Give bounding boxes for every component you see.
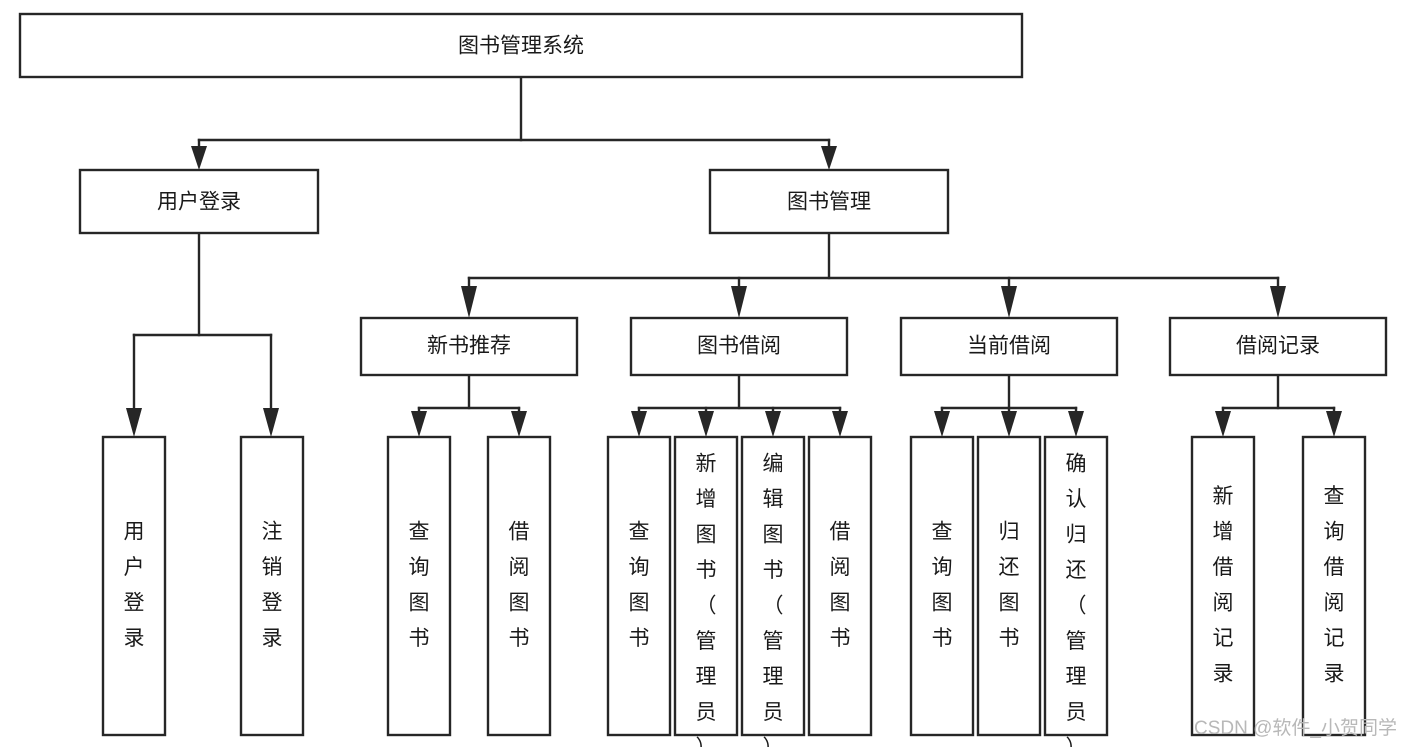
arrow-head-user-login bbox=[191, 146, 207, 170]
leaf-add-record-label: 新增借阅记录 bbox=[1213, 485, 1234, 686]
leaf-return-book-box[interactable] bbox=[976, 435, 1042, 737]
leaf-user-logout[interactable]: 注销登录 bbox=[239, 435, 305, 737]
node-user-login-label: 用户登录 bbox=[157, 191, 241, 214]
leaf-borrow-book-1-box[interactable] bbox=[486, 435, 552, 737]
leaf-query-book-1-label: 查询图书 bbox=[409, 520, 430, 650]
connector-book-manage-to-level2 bbox=[461, 231, 1286, 318]
arrow-head-leaf-user-logout bbox=[263, 408, 279, 437]
node-new-book-rec-box[interactable] bbox=[359, 316, 579, 377]
leaf-confirm-return-box[interactable] bbox=[1043, 435, 1109, 737]
leaf-user-login[interactable]: 用户登录 bbox=[101, 435, 167, 737]
connector-root-to-level1 bbox=[191, 75, 837, 170]
leaf-user-login-box[interactable] bbox=[101, 435, 167, 737]
node-borrow-record[interactable]: 借阅记录 bbox=[1168, 316, 1388, 377]
leaf-user-logout-box[interactable] bbox=[239, 435, 305, 737]
arrow-head-leaf-borrow-book-1 bbox=[511, 411, 527, 437]
node-book-borrow-box[interactable] bbox=[629, 316, 849, 377]
node-book-borrow-label: 图书借阅 bbox=[697, 335, 781, 358]
node-borrow-record-box[interactable] bbox=[1168, 316, 1388, 377]
arrow-head-book-manage bbox=[821, 146, 837, 170]
leaf-query-book-2-label: 查询图书 bbox=[629, 520, 650, 650]
arrow-head-leaf-query-book-3 bbox=[934, 411, 950, 437]
node-book-manage[interactable]: 图书管理 bbox=[708, 168, 950, 235]
leaf-borrow-book-1[interactable]: 借阅图书 bbox=[486, 435, 552, 737]
leaf-return-book[interactable]: 归还图书 bbox=[976, 435, 1042, 737]
arrow-head-leaf-query-book-1 bbox=[411, 411, 427, 437]
leaf-return-book-label: 归还图书 bbox=[999, 520, 1020, 650]
leaf-query-book-1-box[interactable] bbox=[386, 435, 452, 737]
node-root-box[interactable] bbox=[18, 12, 1024, 79]
node-borrow-record-label: 借阅记录 bbox=[1236, 335, 1320, 358]
arrow-head-new-book-rec bbox=[461, 286, 477, 318]
arrow-head-leaf-confirm-return bbox=[1068, 411, 1084, 437]
leaf-borrow-book-1-label: 借阅图书 bbox=[509, 520, 530, 650]
node-current-borrow-label: 当前借阅 bbox=[967, 335, 1051, 358]
leaf-add-record-box[interactable] bbox=[1190, 435, 1256, 737]
leaf-confirm-return-label: 确认归还（管理员） bbox=[1066, 453, 1087, 747]
node-current-borrow-box[interactable] bbox=[899, 316, 1119, 377]
node-user-login-box[interactable] bbox=[78, 168, 320, 235]
node-book-manage-label: 图书管理 bbox=[787, 191, 871, 214]
leaf-add-book[interactable]: 新增图书（管理员） bbox=[673, 435, 739, 747]
leaf-query-book-3[interactable]: 查询图书 bbox=[909, 435, 975, 737]
leaf-add-book-label: 新增图书（管理员） bbox=[696, 453, 717, 747]
connector-current-borrow-to-leaves bbox=[934, 373, 1084, 437]
leaf-borrow-book-2-box[interactable] bbox=[807, 435, 873, 737]
leaf-query-record[interactable]: 查询借阅记录 bbox=[1301, 435, 1367, 737]
leaf-user-login-label: 用户登录 bbox=[124, 520, 145, 650]
leaf-add-record[interactable]: 新增借阅记录 bbox=[1190, 435, 1256, 737]
leaf-query-book-2[interactable]: 查询图书 bbox=[606, 435, 672, 737]
leaf-query-book-3-box[interactable] bbox=[909, 435, 975, 737]
node-user-login[interactable]: 用户登录 bbox=[78, 168, 320, 235]
arrow-head-leaf-user-login bbox=[126, 408, 142, 437]
node-book-borrow[interactable]: 图书借阅 bbox=[629, 316, 849, 377]
leaf-query-book-2-box[interactable] bbox=[606, 435, 672, 737]
node-new-book-rec-label: 新书推荐 bbox=[427, 335, 511, 358]
csdn-watermark: CSDN @软件_小贺同学 bbox=[1194, 717, 1397, 739]
leaf-borrow-book-2[interactable]: 借阅图书 bbox=[807, 435, 873, 737]
arrow-head-borrow-record bbox=[1270, 286, 1286, 318]
arrow-head-leaf-query-record bbox=[1326, 411, 1342, 437]
arrow-head-leaf-query-book-2 bbox=[631, 411, 647, 437]
connector-book-borrow-to-leaves bbox=[631, 373, 848, 437]
leaf-query-record-box[interactable] bbox=[1301, 435, 1367, 737]
leaf-confirm-return[interactable]: 确认归还（管理员） bbox=[1043, 435, 1109, 747]
node-current-borrow[interactable]: 当前借阅 bbox=[899, 316, 1119, 377]
node-root[interactable]: 图书管理系统 bbox=[18, 12, 1024, 79]
leaf-borrow-book-2-label: 借阅图书 bbox=[830, 520, 851, 650]
arrow-head-leaf-add-book bbox=[698, 411, 714, 437]
connector-new-book-rec-to-leaves bbox=[411, 373, 527, 437]
arrow-head-book-borrow bbox=[731, 286, 747, 318]
arrow-head-leaf-edit-book bbox=[765, 411, 781, 437]
arrow-head-leaf-add-record bbox=[1215, 411, 1231, 437]
connector-user-login-to-leaves bbox=[126, 231, 279, 437]
arrow-head-leaf-borrow-book-2 bbox=[832, 411, 848, 437]
arrow-head-leaf-return-book bbox=[1001, 411, 1017, 437]
leaf-query-record-label: 查询借阅记录 bbox=[1324, 485, 1345, 686]
leaf-add-book-box[interactable] bbox=[673, 435, 739, 737]
node-book-manage-box[interactable] bbox=[708, 168, 950, 235]
leaf-edit-book[interactable]: 编辑图书（管理员） bbox=[740, 435, 806, 747]
leaf-query-book-3-label: 查询图书 bbox=[932, 520, 953, 650]
node-new-book-rec[interactable]: 新书推荐 bbox=[359, 316, 579, 377]
node-root-label: 图书管理系统 bbox=[458, 35, 584, 58]
leaf-edit-book-box[interactable] bbox=[740, 435, 806, 737]
leaf-user-logout-label: 注销登录 bbox=[262, 520, 283, 650]
arrow-head-current-borrow bbox=[1001, 286, 1017, 318]
connector-borrow-record-to-leaves bbox=[1215, 373, 1342, 437]
leaf-edit-book-label: 编辑图书（管理员） bbox=[763, 453, 784, 747]
leaf-query-book-1[interactable]: 查询图书 bbox=[386, 435, 452, 737]
